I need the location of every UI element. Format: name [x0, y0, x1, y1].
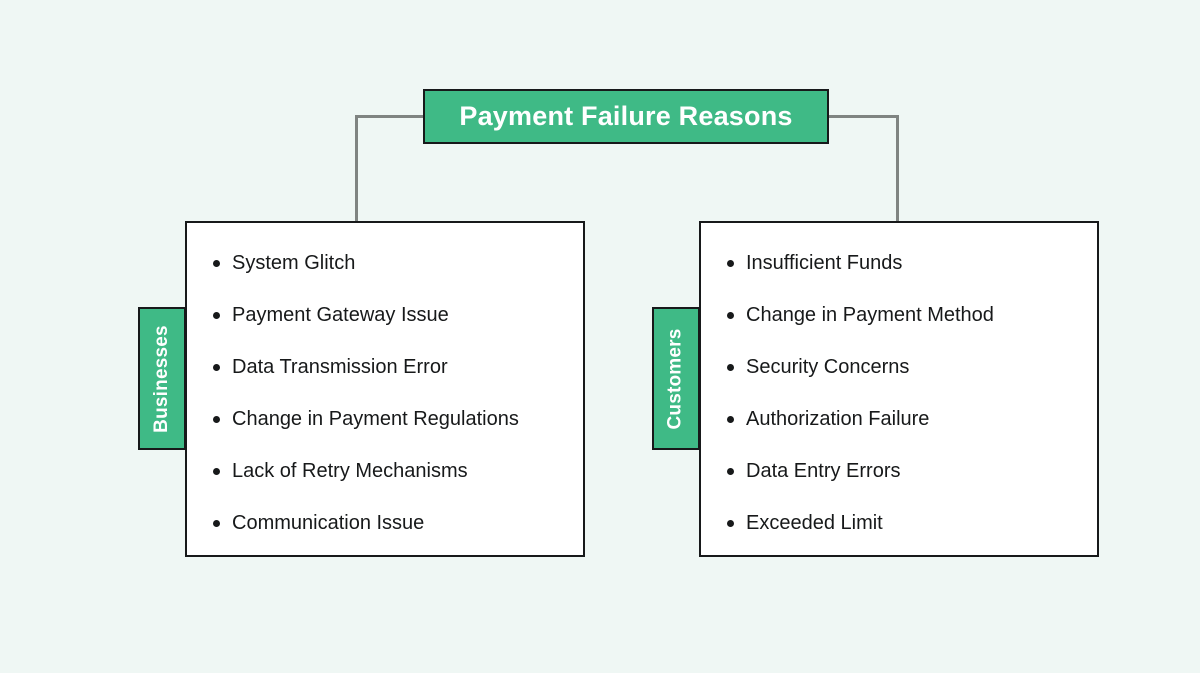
- list-item: Data Transmission Error: [187, 357, 583, 377]
- side-tab-label-customers: Customers: [665, 327, 686, 430]
- side-tab-businesses: Businesses: [138, 307, 186, 450]
- list-item: Insufficient Funds: [701, 253, 1097, 273]
- branch-panel-businesses: System Glitch Payment Gateway Issue Data…: [185, 221, 585, 557]
- list-item: Change in Payment Method: [701, 305, 1097, 325]
- list-item: Lack of Retry Mechanisms: [187, 461, 583, 481]
- root-node: Payment Failure Reasons: [423, 89, 829, 144]
- side-tab-customers: Customers: [652, 307, 700, 450]
- page-title: Payment Failure Reasons: [459, 101, 793, 131]
- branch-panel-customers: Insufficient Funds Change in Payment Met…: [699, 221, 1099, 557]
- list-item: Authorization Failure: [701, 409, 1097, 429]
- branch-list-customers: Insufficient Funds Change in Payment Met…: [701, 223, 1097, 533]
- side-tab-label-businesses: Businesses: [151, 324, 172, 433]
- connector-line-right-vertical: [896, 115, 899, 222]
- list-item: Payment Gateway Issue: [187, 305, 583, 325]
- list-item: Change in Payment Regulations: [187, 409, 583, 429]
- connector-line-left-horizontal: [355, 115, 425, 118]
- list-item: Exceeded Limit: [701, 513, 1097, 533]
- connector-line-right-horizontal: [827, 115, 899, 118]
- list-item: System Glitch: [187, 253, 583, 273]
- connector-line-left-vertical: [355, 115, 358, 222]
- list-item: Security Concerns: [701, 357, 1097, 377]
- list-item: Data Entry Errors: [701, 461, 1097, 481]
- branch-list-businesses: System Glitch Payment Gateway Issue Data…: [187, 223, 583, 533]
- list-item: Communication Issue: [187, 513, 583, 533]
